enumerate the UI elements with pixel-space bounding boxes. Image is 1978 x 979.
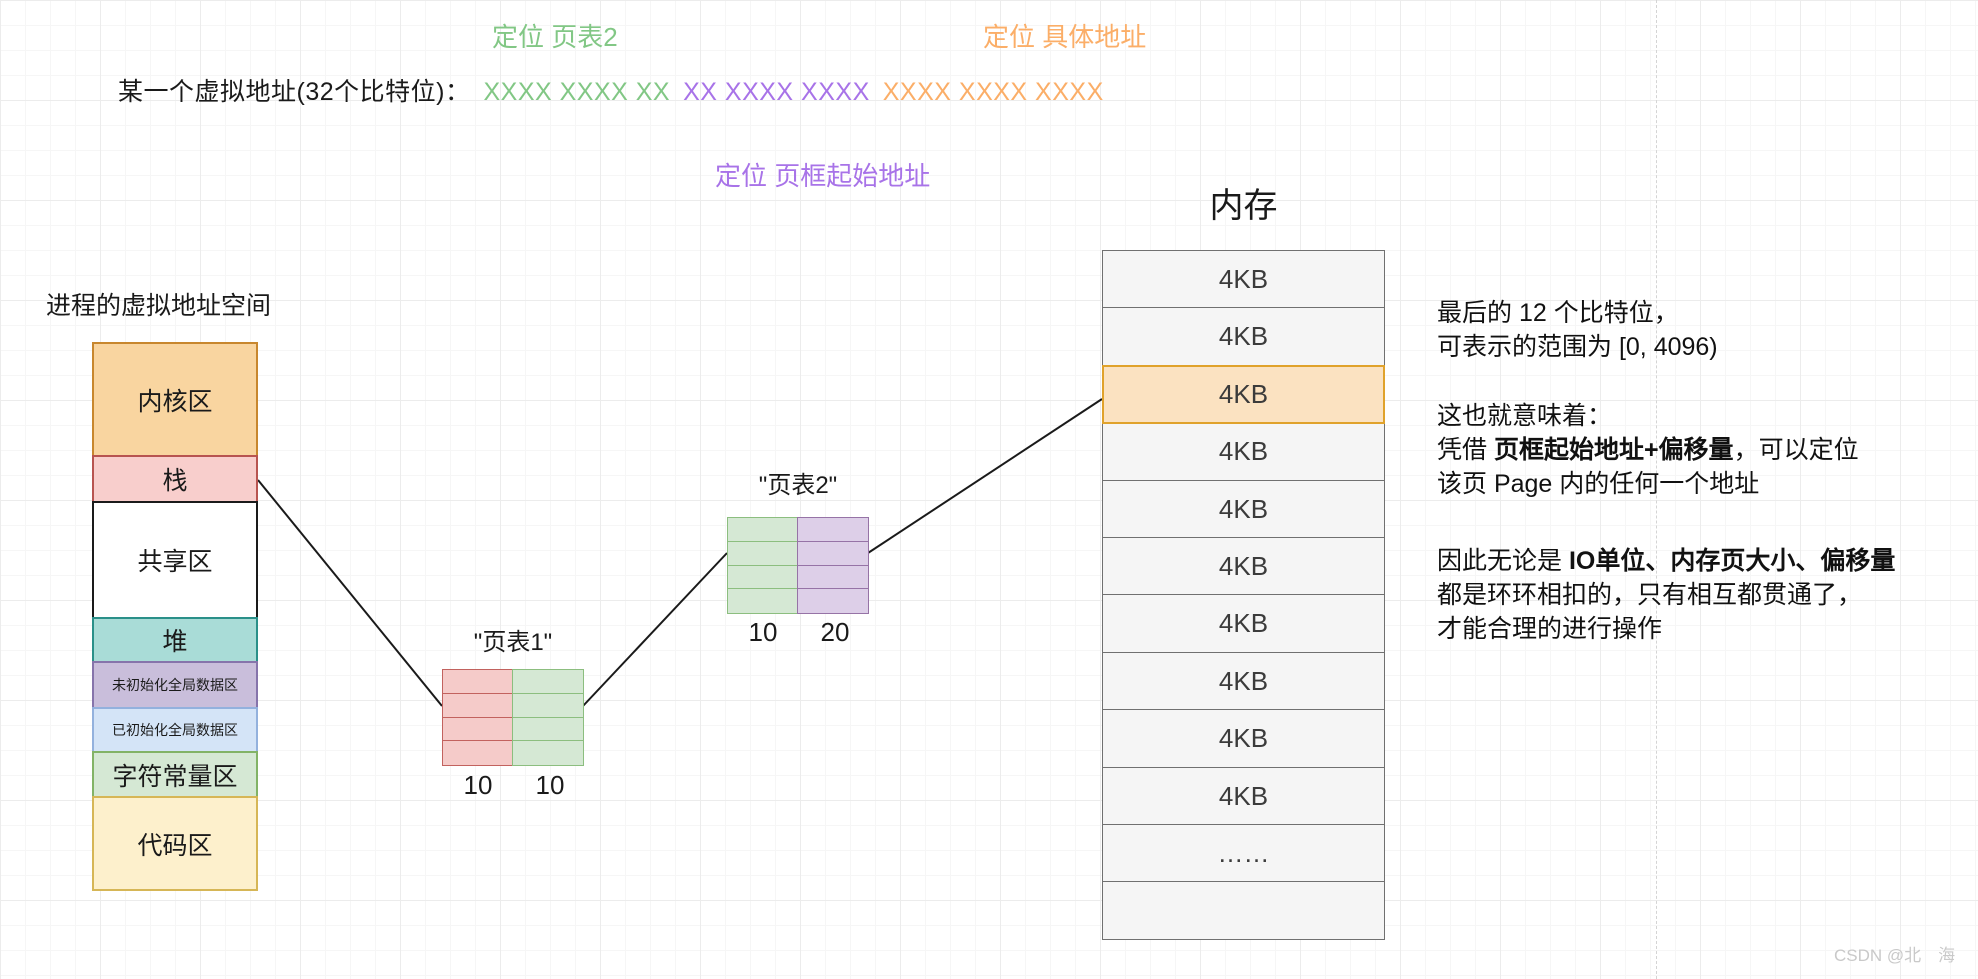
pt2-cell (727, 588, 799, 614)
memory-page (1102, 881, 1385, 941)
memory-page: 4KB (1102, 307, 1385, 367)
pt1-row (442, 669, 585, 695)
pt1-cell (442, 669, 514, 695)
memory-page: 4KB (1102, 594, 1385, 654)
pagetable2-title: "页表2" (758, 472, 838, 499)
pagetable1 (442, 669, 585, 766)
vas-segment-label: 堆 (162, 628, 188, 656)
vas-segment-0: 内核区 (92, 342, 258, 457)
pt2-cell (727, 564, 799, 591)
memory-page: …… (1102, 824, 1385, 884)
memory-page: 4KB (1102, 479, 1385, 539)
pagetable2 (727, 517, 870, 614)
pt1-row (442, 740, 585, 766)
pt2-cell (727, 540, 799, 567)
pt1-cell (512, 692, 585, 719)
address-bits-pagetable2: XX XXXX XXXX (683, 78, 870, 106)
pagetable1-bit-counts: 10 10 (442, 770, 586, 801)
vas-segment-label: 代码区 (137, 831, 213, 860)
vas-segment-label: 未初始化全局数据区 (112, 677, 238, 693)
vas-segment-3: 堆 (92, 617, 258, 663)
pt1-cell (512, 716, 585, 743)
pt2-row (727, 588, 870, 614)
pt2-row (727, 517, 870, 543)
vas-segment-2: 共享区 (92, 501, 258, 619)
label-locate-concrete-address: 定位 具体地址 (983, 22, 1147, 52)
line-pagetable1-to-pagetable2 (582, 552, 728, 707)
vas-segment-label: 字符常量区 (112, 762, 238, 791)
pt2-cell (797, 564, 870, 591)
memory-title: 内存 (1209, 187, 1278, 225)
pt2-row (727, 564, 870, 591)
address-bits-offset: XXXX XXXX XXXX (882, 78, 1104, 106)
vas-segment-label: 内核区 (137, 387, 213, 416)
pagetable2-right-bits: 20 (820, 617, 850, 647)
pt1-row (442, 716, 585, 743)
pt2-cell (797, 588, 870, 614)
vas-segment-7: 代码区 (92, 796, 258, 891)
memory-page: 4KB (1102, 537, 1385, 597)
note-frame-plus-offset: 这也就意味着： 凭借 页框起始地址+偏移量，可以定位该页 Page 内的任何一个地… (1437, 399, 1859, 501)
pt1-cell (512, 740, 585, 766)
pt1-cell (512, 669, 585, 695)
note-offset-range: 最后的 12 个比特位， 可表示的范围为 [0, 4096) (1437, 296, 1718, 364)
address-bits-pagetable1: XXXX XXXX XX (483, 78, 671, 106)
vas-title: 进程的虚拟地址空间 (46, 292, 272, 320)
page-boundary-dashed-line (1656, 0, 1657, 979)
memory-page: 4KB (1102, 766, 1385, 826)
memory-page-highlighted: 4KB (1102, 364, 1385, 424)
note-line: 才能合理的进行操作 (1437, 615, 1663, 643)
pt2-cell (727, 517, 799, 543)
pagetable1-right-bits: 10 (535, 770, 565, 800)
pagetable1-left-bits: 10 (463, 770, 493, 800)
csdn-watermark: CSDN @北 海 (1834, 946, 1956, 965)
virtual-address-label: 某一个虚拟地址(32个比特位)： (118, 78, 471, 106)
vas-segment-1: 栈 (92, 455, 258, 503)
note-line: 凭借 页框起始地址+偏移量，可以定位 (1437, 436, 1859, 464)
note-line: 都是环环相扣的，只有相互都贯通了， (1437, 581, 1863, 609)
note-conclusion: 因此无论是 IO单位、内存页大小、偏移量都是环环相扣的，只有相互都贯通了， 才能合… (1437, 544, 1895, 646)
line-pagetable2-to-memory (867, 398, 1103, 554)
pt1-cell (442, 716, 514, 743)
vas-segment-4: 未初始化全局数据区 (92, 661, 258, 709)
virtual-address-space-column: 内核区栈共享区堆未初始化全局数据区已初始化全局数据区字符常量区代码区 (92, 342, 258, 891)
memory-page: 4KB (1102, 709, 1385, 769)
pagetable2-left-bits: 10 (748, 617, 778, 647)
pt1-cell (442, 740, 514, 766)
pagetable1-title: "页表1" (473, 629, 553, 656)
pt2-row (727, 540, 870, 567)
pt1-row (442, 692, 585, 719)
note-line: 这也就意味着： (1437, 402, 1613, 430)
line-stack-to-pagetable1 (257, 479, 443, 707)
label-locate-pagetable2: 定位 页表2 (492, 22, 618, 52)
vas-segment-6: 字符常量区 (92, 751, 258, 798)
memory-page: 4KB (1102, 422, 1385, 482)
pagetable2-bit-counts: 10 20 (727, 617, 871, 648)
vas-segment-label: 共享区 (137, 548, 213, 576)
vas-segment-label: 已初始化全局数据区 (112, 722, 238, 738)
memory-page: 4KB (1102, 651, 1385, 711)
note-line: 因此无论是 IO单位、内存页大小、偏移量 (1437, 547, 1896, 575)
pt2-cell (797, 540, 870, 567)
pt2-cell (797, 517, 870, 543)
note-line: 该页 Page 内的任何一个地址 (1437, 470, 1760, 498)
pt1-cell (442, 692, 514, 719)
vas-segment-5: 已初始化全局数据区 (92, 707, 258, 753)
memory-page: 4KB (1102, 250, 1385, 309)
vas-segment-label: 栈 (162, 467, 188, 495)
note-line: 可表示的范围为 [0, 4096) (1437, 333, 1718, 361)
note-line: 最后的 12 个比特位， (1437, 299, 1679, 327)
label-locate-frame-start-address: 定位 页框起始地址 (715, 161, 931, 191)
